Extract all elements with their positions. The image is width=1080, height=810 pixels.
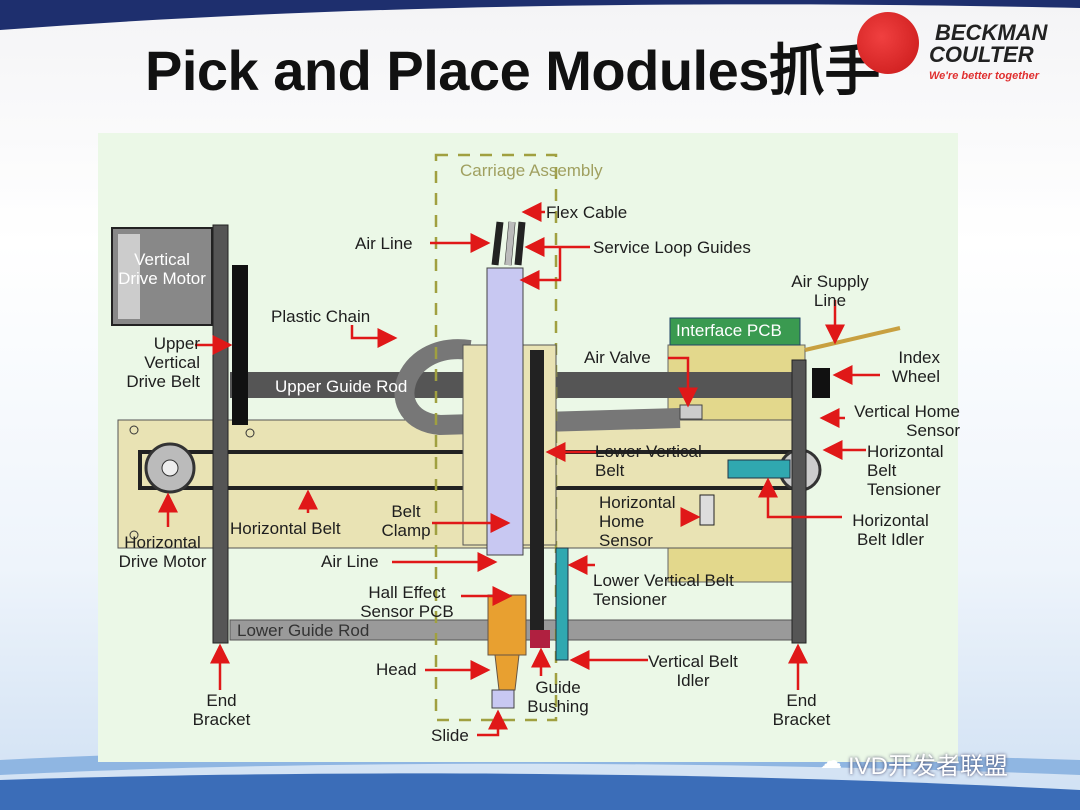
label-horizontal-home-sensor: Horizontal Home Sensor (599, 493, 676, 550)
label-lower-guide-rod: Lower Guide Rod (237, 621, 370, 640)
tensioner-bracket (727, 459, 791, 479)
index-wheel (812, 368, 830, 398)
label-vertical-belt-idler: Vertical Belt Idler (648, 652, 738, 690)
label-air-line-bottom: Air Line (321, 552, 379, 571)
label-guide-bushing: Guide Bushing (527, 678, 589, 716)
logo-tagline: We're better together (929, 70, 1039, 82)
slide-title: Pick and Place Modules抓手 (145, 39, 880, 102)
label-upper-guide-rod: Upper Guide Rod (275, 377, 408, 396)
label-horizontal-belt-idler: Horizontal Belt Idler (852, 511, 929, 549)
slide-tip (491, 689, 515, 709)
label-interface-pcb: Interface PCB (676, 321, 782, 340)
label-service-loop-guides: Service Loop Guides (593, 238, 751, 257)
label-index-wheel: Index Wheel (891, 348, 940, 386)
head (487, 594, 527, 656)
label-plastic-chain: Plastic Chain (271, 307, 371, 326)
interface-pcb-board (669, 317, 801, 346)
label-hall-effect-sensor-pcb: Hall Effect Sensor PCB (360, 583, 454, 621)
label-air-supply-line: Air Supply Line (791, 272, 869, 310)
label-lower-vertical-belt-tensioner: Lower Vertical Belt Tensioner (593, 571, 734, 609)
beckman-coulter-logo: BECKMAN COULTER We're better together (855, 10, 1065, 90)
label-upper-vertical-drive-belt: Upper Vertical Drive Belt (126, 334, 200, 391)
label-vertical-home-sensor: Vertical Home Sensor (854, 402, 960, 440)
vertical-belt (530, 350, 544, 640)
logo-line1: BECKMAN (935, 20, 1048, 45)
logo-ball-icon (857, 12, 919, 74)
upper-vertical-belt (232, 265, 248, 425)
right-end-bracket (791, 359, 807, 644)
label-end-bracket-right: End Bracket (772, 691, 831, 729)
plastic-chain (394, 339, 681, 436)
label-vertical-drive-motor: Vertical Drive Motor (118, 250, 206, 288)
wechat-icon: ☁ (820, 748, 842, 773)
carriage-slide (486, 267, 524, 556)
label-head: Head (376, 660, 417, 679)
label-horizontal-belt: Horizontal Belt (230, 519, 341, 538)
label-horizontal-belt-tensioner: Horizontal Belt Tensioner (867, 442, 944, 499)
label-air-line-top: Air Line (355, 234, 413, 253)
callout-arrows (158, 202, 880, 737)
label-air-valve: Air Valve (584, 348, 651, 367)
label-belt-clamp: Belt Clamp (381, 502, 431, 540)
left-end-bracket (212, 224, 229, 644)
vertical-belt-tensioner (555, 547, 569, 661)
label-slide: Slide (431, 726, 469, 745)
label-flex-cable: Flex Cable (546, 203, 628, 222)
label-horizontal-drive-motor: Horizontal Drive Motor (118, 533, 207, 571)
watermark: IVD开发者联盟 (848, 753, 1009, 780)
logo-line2: COULTER (929, 42, 1034, 67)
label-end-bracket-left: End Bracket (192, 691, 251, 729)
label-carriage-assembly: Carriage Assembly (460, 161, 603, 180)
label-lower-vertical-belt: Lower Vertical Belt (595, 442, 702, 480)
